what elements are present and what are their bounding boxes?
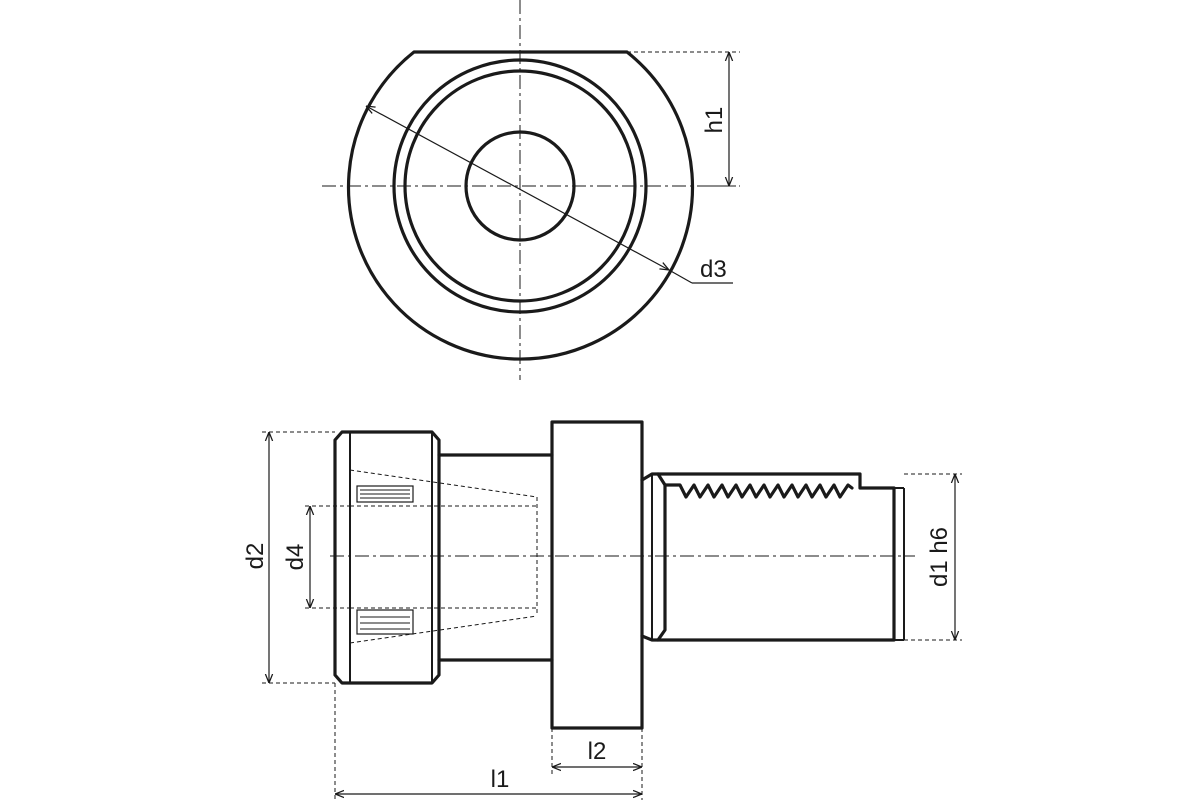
neck xyxy=(437,453,554,662)
collet-taper-bottom xyxy=(349,615,538,644)
thread-profile xyxy=(663,483,854,499)
d3-dimension-line xyxy=(366,106,669,270)
collet-taper-top xyxy=(349,469,538,498)
h1-label: h1 xyxy=(701,107,728,134)
side-view: d2 d4 d1 h6 l2 l1 xyxy=(242,420,962,800)
d4-label: d4 xyxy=(282,544,309,571)
l1-label: l1 xyxy=(491,766,510,793)
collet-slot-top xyxy=(356,485,414,503)
shank-relief xyxy=(640,472,667,642)
d1-label: d1 h6 xyxy=(926,527,953,587)
front-view: h1 d3 xyxy=(322,0,740,380)
d3-leader xyxy=(668,269,693,284)
d2-label: d2 xyxy=(242,543,269,570)
d3-label: d3 xyxy=(700,256,727,283)
flange-outline xyxy=(346,50,695,361)
l2-label: l2 xyxy=(588,738,607,765)
shank-body xyxy=(656,472,896,642)
flange xyxy=(550,420,644,730)
collet-slot-bottom xyxy=(356,609,414,635)
